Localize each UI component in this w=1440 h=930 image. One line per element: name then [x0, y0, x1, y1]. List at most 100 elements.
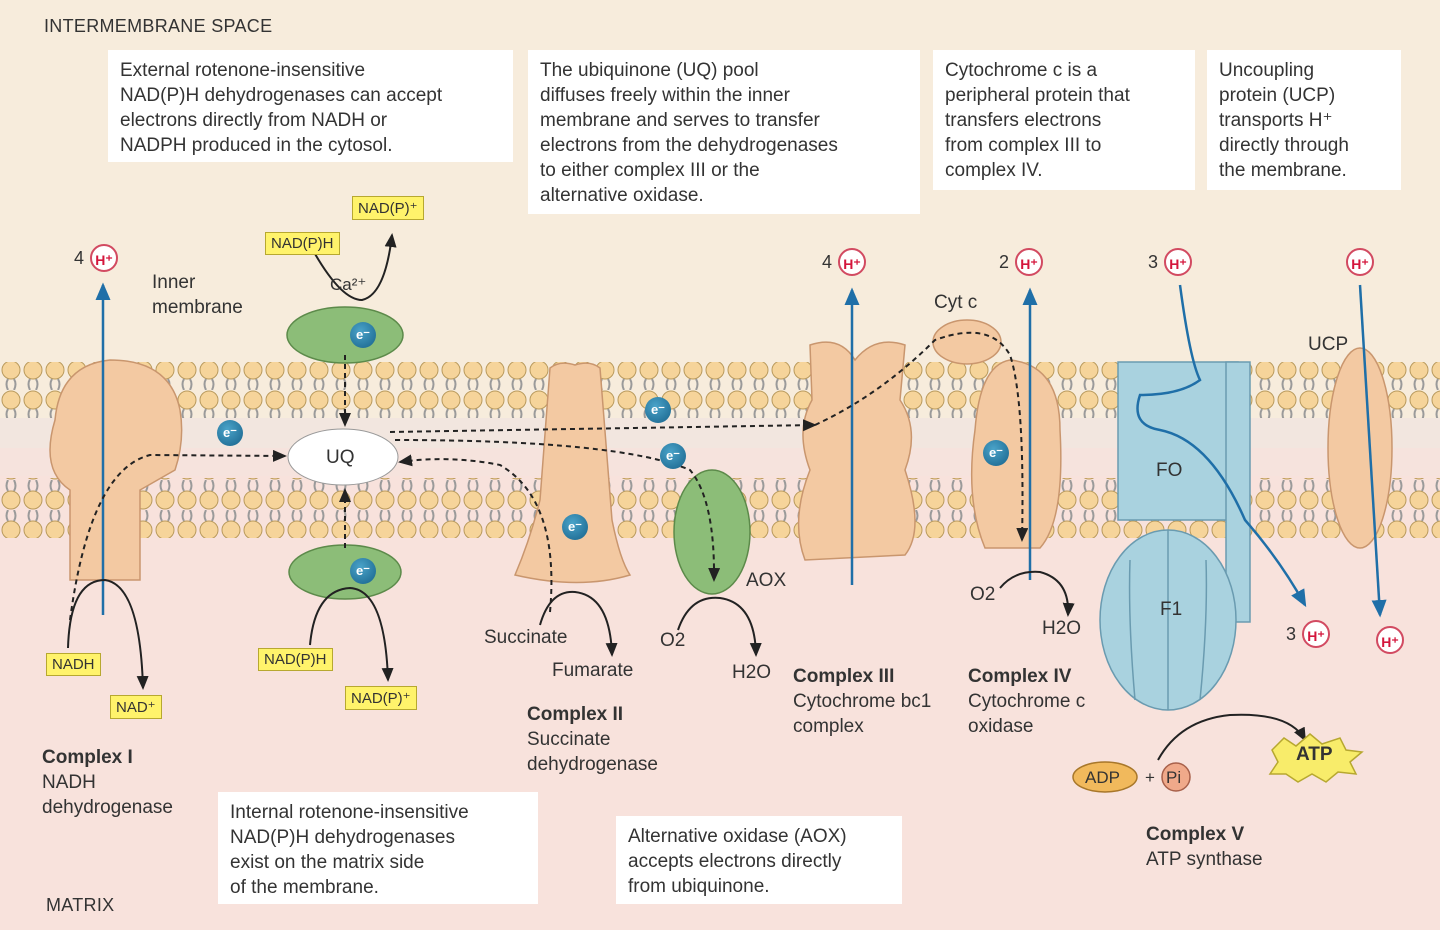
complex-iv-name: Complex IV: [968, 666, 1072, 687]
intermembrane-space-label: INTERMEMBRANE SPACE: [44, 16, 273, 36]
proton-icon: H⁺: [1346, 248, 1374, 276]
callout-line: from complex III to: [945, 135, 1102, 156]
complex-v-name: Complex V: [1146, 824, 1245, 845]
callout-line: of the membrane.: [230, 877, 379, 898]
plus-label: +: [1145, 768, 1155, 787]
atp-label: ATP: [1296, 744, 1333, 765]
succinate-label: Succinate: [484, 627, 568, 648]
proton-arrows: [95, 282, 1387, 618]
complex-iii-shape: [797, 341, 916, 561]
callout-line: complex IV.: [945, 160, 1043, 181]
callout-line: Alternative oxidase (AOX): [628, 826, 847, 847]
complex-iii-label: Complex III Cytochrome bc1 complex: [793, 664, 931, 739]
callout-line: to either complex III or the: [540, 160, 760, 181]
callout-line: NAD(P)H dehydrogenases: [230, 827, 455, 848]
callout-line: NADPH produced in the cytosol.: [120, 135, 393, 156]
fo-label: FO: [1156, 460, 1183, 481]
fumarate-label: Fumarate: [552, 660, 634, 681]
matrix-label: MATRIX: [46, 895, 115, 915]
callout-line: from ubiquinone.: [628, 876, 770, 897]
complex-i-label: Complex I NADH dehydrogenase: [42, 745, 173, 820]
callout-line: accepts electrons directly: [628, 851, 842, 872]
callout-line: Internal rotenone-insensitive: [230, 802, 469, 823]
complex-iv-shape: [970, 359, 1062, 549]
callout-line: exist on the matrix side: [230, 852, 425, 873]
callout-ubiquinone-pool: The ubiquinone (UQ) pool diffuses freely…: [528, 50, 920, 214]
aox-label: AOX: [746, 570, 787, 591]
reaction-arrows: [67, 233, 1306, 761]
proton-count-complex-iv: 2: [999, 252, 1010, 272]
f1-label: F1: [1160, 599, 1183, 620]
electron-icon: e⁻: [562, 514, 588, 540]
callout-line: transfers electrons: [945, 110, 1102, 131]
inner-membrane-label: Inner membrane: [152, 270, 243, 320]
uq-label: UQ: [326, 447, 355, 468]
complex-ii-label: Complex II Succinate dehydrogenase: [527, 702, 658, 777]
callout-line: alternative oxidase.: [540, 185, 704, 206]
callout-line: membrane and serves to transfer: [540, 110, 820, 131]
proton-count-complex-i: 4: [74, 248, 85, 268]
callout-line: protein (UCP): [1219, 85, 1336, 106]
callout-alternative-oxidase: Alternative oxidase (AOX) accepts electr…: [616, 816, 902, 904]
proton-count-atp-in: 3: [1148, 252, 1159, 272]
internal-dehydrogenase-shape: [288, 544, 402, 600]
complex-ii-name: Complex II: [527, 704, 624, 725]
complex-ii-shape: [513, 362, 632, 584]
ucp-shape: [1327, 347, 1393, 549]
electron-icon: e⁻: [660, 443, 686, 469]
ubiquinone-shape: [287, 428, 399, 486]
callout-line: transports H⁺: [1219, 110, 1333, 131]
electron-icon: e⁻: [217, 420, 243, 446]
complex-i-desc: NADH: [42, 772, 96, 793]
inner-membrane-line: membrane: [152, 297, 243, 318]
callout-line: electrons from the dehydrogenases: [540, 135, 838, 156]
complex-iv-label: Complex IV Cytochrome c oxidase: [968, 664, 1085, 739]
electron-icon: e⁻: [983, 440, 1009, 466]
pi-circle: [1161, 762, 1191, 792]
callout-line: NAD(P)H dehydrogenases can accept: [120, 85, 443, 106]
callout-external-dehydrogenases: External rotenone-insensitive NAD(P)H de…: [108, 50, 513, 162]
callout-line: diffuses freely within the inner: [540, 85, 790, 106]
electron-icon: e⁻: [350, 322, 376, 348]
complex-iv-desc: Cytochrome c: [968, 691, 1086, 712]
complex-ii-desc: dehydrogenase: [527, 754, 658, 775]
complex-v-label: Complex V ATP synthase: [1146, 822, 1263, 872]
callout-line: the membrane.: [1219, 160, 1347, 181]
proton-icon: H⁺: [1302, 620, 1330, 648]
atp-synthase-shape: [1099, 361, 1251, 711]
callout-line: External rotenone-insensitive: [120, 60, 366, 81]
callout-line: peripheral protein that: [945, 85, 1130, 106]
nad-box: NAD⁺: [110, 695, 162, 719]
o2-iv-label: O2: [970, 584, 996, 605]
proton-count-atp-out: 3: [1286, 624, 1297, 644]
complex-ii-desc: Succinate: [527, 729, 611, 750]
proton-count-complex-iii: 4: [822, 252, 833, 272]
ucp-label: UCP: [1308, 334, 1349, 355]
callout-line: Uncoupling: [1219, 60, 1315, 81]
callout-line: electrons directly from NADH or: [120, 110, 388, 131]
nadp-top-box: NAD(P)⁺: [352, 196, 424, 220]
nadph-top-box: NAD(P)H: [265, 232, 340, 255]
calcium-label: Ca²⁺: [330, 275, 367, 294]
adp-oval: [1072, 761, 1138, 793]
nadph-bottom-box: NAD(P)H: [258, 648, 333, 671]
atp-star: [1268, 733, 1364, 783]
adp-label: ADP: [1085, 768, 1120, 787]
proton-icon: H⁺: [90, 244, 118, 272]
callout-line: directly through: [1219, 135, 1349, 156]
complex-i-desc: dehydrogenase: [42, 797, 173, 818]
electron-icon: e⁻: [645, 397, 671, 423]
callout-line: The ubiquinone (UQ) pool: [540, 60, 759, 81]
complex-iii-desc: Cytochrome bc1: [793, 691, 932, 712]
cyt-c-label: Cyt c: [934, 292, 978, 313]
complex-iv-desc: oxidase: [968, 716, 1034, 737]
proton-icon: H⁺: [1376, 626, 1404, 654]
complex-i-shape: [49, 359, 183, 581]
nadp-bottom-box: NAD(P)⁺: [345, 686, 417, 710]
h2o-iv-label: H2O: [1042, 618, 1082, 639]
nadh-box: NADH: [46, 653, 101, 676]
callout-line: Cytochrome c is a: [945, 60, 1098, 81]
pi-label: Pi: [1166, 768, 1182, 787]
electron-icon: e⁻: [350, 558, 376, 584]
